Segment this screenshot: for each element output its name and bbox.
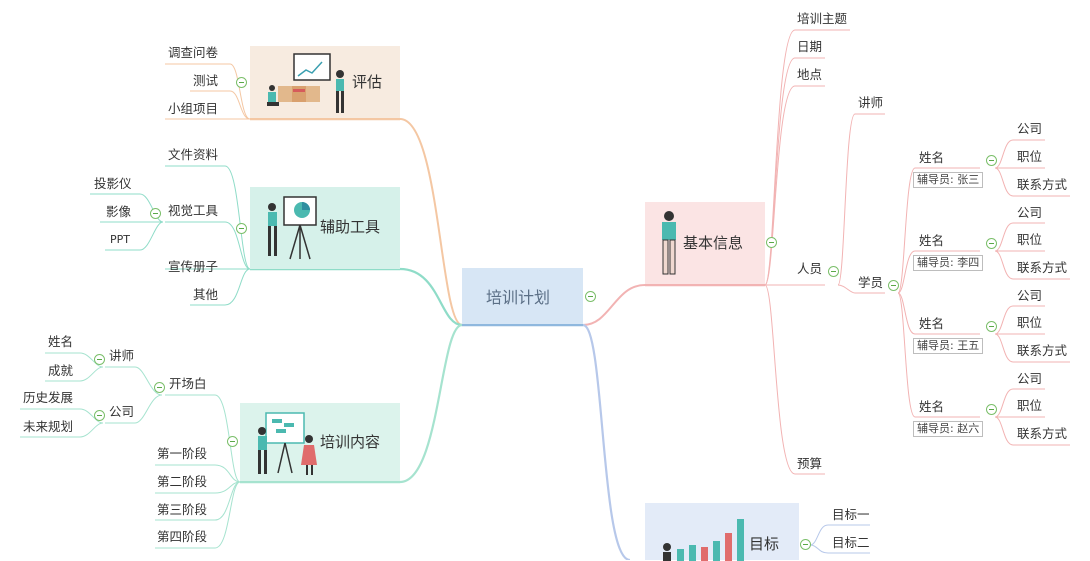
xueyuan-collapse-icon[interactable] [888, 280, 899, 291]
trainee-1-name[interactable]: 姓名 [919, 150, 945, 165]
trainee-4-gongsi[interactable]: 公司 [1017, 371, 1043, 386]
fuzhu-ppt[interactable]: PPT [110, 233, 130, 246]
pinggu-item-2[interactable]: 测试 [193, 73, 219, 88]
neirong-lishi[interactable]: 历史发展 [23, 390, 74, 405]
jiben-xueyuan[interactable]: 学员 [858, 275, 884, 290]
branch-mubiao-label: 目标 [749, 535, 780, 553]
trainee-2-zhiwei[interactable]: 职位 [1017, 232, 1043, 247]
neirong-stage-1[interactable]: 第一阶段 [157, 446, 208, 461]
trainee-4-tutor: 辅导员: 赵六 [913, 421, 984, 437]
jiangshi-collapse-icon[interactable] [94, 354, 105, 365]
trainee-2-tutor: 辅导员: 李四 [913, 255, 984, 271]
trainee-4-lianxi[interactable]: 联系方式 [1017, 426, 1068, 441]
fuzhu-shijue[interactable]: 视觉工具 [168, 203, 219, 218]
trainee-2-gongsi[interactable]: 公司 [1017, 205, 1043, 220]
trainee-3-name[interactable]: 姓名 [919, 316, 945, 331]
trainee-1-zhiwei[interactable]: 职位 [1017, 149, 1043, 164]
fuzhu-qita[interactable]: 其他 [193, 287, 219, 302]
trainee-1-gongsi[interactable]: 公司 [1017, 121, 1043, 136]
root-node[interactable]: 培训计划 [462, 268, 583, 324]
neirong-stage-4[interactable]: 第四阶段 [157, 529, 208, 544]
trainee-3-gongsi[interactable]: 公司 [1017, 288, 1043, 303]
jiben-collapse-icon[interactable] [766, 237, 777, 248]
branch-mubiao[interactable]: 目标 [645, 503, 799, 561]
jiben-jiangshi[interactable]: 讲师 [858, 95, 884, 110]
training-presentation-illustration-icon [258, 412, 317, 475]
root-collapse-icon[interactable] [585, 291, 596, 302]
neirong-kaichang[interactable]: 开场白 [169, 376, 207, 391]
pinggu-item-1[interactable]: 调查问卷 [168, 45, 219, 60]
branch-fuzhu[interactable]: 辅助工具 [250, 187, 400, 269]
mubiao-item-1[interactable]: 目标一 [832, 507, 870, 522]
person-illustration-icon [662, 211, 676, 275]
neirong-chengjiu[interactable]: 成就 [48, 363, 74, 378]
kaichang-collapse-icon[interactable] [154, 382, 165, 393]
jiben-didian[interactable]: 地点 [797, 67, 823, 82]
neirong-collapse-icon[interactable] [227, 436, 238, 447]
fuzhu-collapse-icon[interactable] [236, 223, 247, 234]
trainee-3-tutor: 辅导员: 王五 [913, 338, 984, 354]
neirong-stage-3[interactable]: 第三阶段 [157, 502, 208, 517]
mubiao-item-2[interactable]: 目标二 [832, 535, 870, 550]
neirong-weilai[interactable]: 未来规划 [23, 419, 74, 434]
trainee-3-lianxi[interactable]: 联系方式 [1017, 343, 1068, 358]
projector-board-illustration-icon [268, 196, 317, 260]
jiben-zhuti[interactable]: 培训主题 [797, 11, 848, 26]
branch-jiben-label: 基本信息 [683, 234, 744, 252]
branch-neirong-label: 培训内容 [320, 433, 381, 451]
trainee-2-collapse-icon[interactable] [986, 238, 997, 249]
branch-fuzhu-label: 辅助工具 [320, 218, 381, 236]
mubiao-collapse-icon[interactable] [800, 539, 811, 550]
neirong-stage-2[interactable]: 第二阶段 [157, 474, 208, 489]
neirong-jiangshi[interactable]: 讲师 [109, 348, 135, 363]
trainee-2-lianxi[interactable]: 联系方式 [1017, 260, 1068, 275]
trainee-4-zhiwei[interactable]: 职位 [1017, 398, 1043, 413]
trainee-4-collapse-icon[interactable] [986, 404, 997, 415]
branch-pinggu-label: 评估 [352, 73, 383, 91]
trainee-1-lianxi[interactable]: 联系方式 [1017, 177, 1068, 192]
fuzhu-xuanchuan[interactable]: 宣传册子 [168, 259, 219, 274]
trainee-3-collapse-icon[interactable] [986, 321, 997, 332]
neirong-xingming[interactable]: 姓名 [48, 334, 74, 349]
gongsi-collapse-icon[interactable] [94, 410, 105, 421]
trainee-1-tutor: 辅导员: 张三 [913, 172, 984, 188]
branch-jiben[interactable]: 基本信息 [645, 202, 765, 284]
pinggu-collapse-icon[interactable] [236, 77, 247, 88]
fuzhu-yingxiang[interactable]: 影像 [106, 204, 132, 219]
trainee-3-zhiwei[interactable]: 职位 [1017, 315, 1043, 330]
fuzhu-touyingyi[interactable]: 投影仪 [94, 176, 132, 191]
neirong-gongsi[interactable]: 公司 [109, 404, 135, 419]
fuzhu-wenjian[interactable]: 文件资料 [168, 147, 219, 162]
pinggu-item-3[interactable]: 小组项目 [168, 101, 219, 116]
growth-chart-illustration-icon [663, 519, 744, 561]
trainee-1-collapse-icon[interactable] [986, 155, 997, 166]
trainee-4-name[interactable]: 姓名 [919, 399, 945, 414]
shijue-collapse-icon[interactable] [150, 208, 161, 219]
root-label: 培训计划 [486, 288, 551, 307]
jiben-yusuan[interactable]: 预算 [797, 456, 823, 471]
branch-neirong[interactable]: 培训内容 [240, 403, 400, 481]
renyuan-collapse-icon[interactable] [828, 266, 839, 277]
branch-pinggu[interactable]: 评估 [250, 46, 400, 118]
trainee-2-name[interactable]: 姓名 [919, 233, 945, 248]
evaluation-illustration-icon [267, 53, 344, 113]
jiben-riqi[interactable]: 日期 [797, 39, 823, 54]
jiben-renyuan[interactable]: 人员 [797, 261, 823, 276]
